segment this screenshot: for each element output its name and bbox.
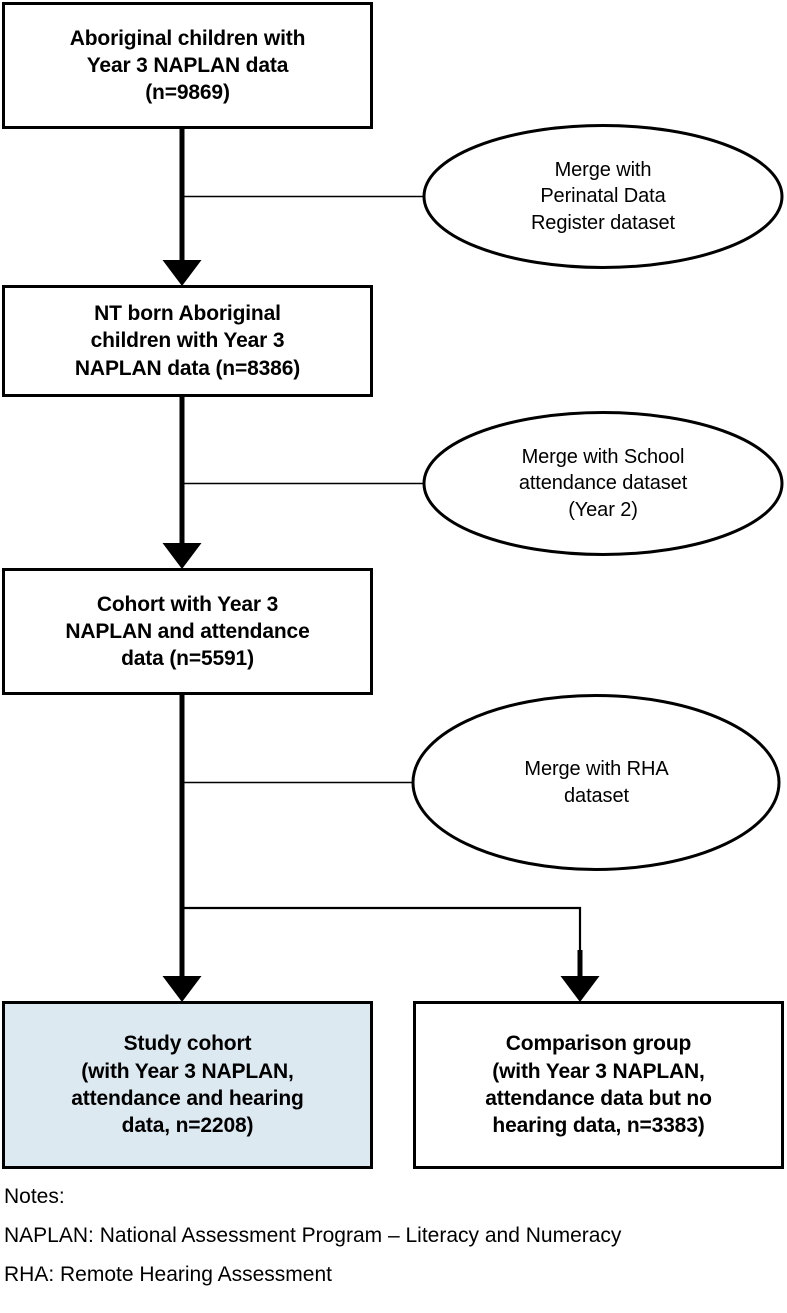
note-rha-abbreviation: RHA: Remote Hearing Assessment bbox=[4, 1263, 332, 1286]
ellipse-merge-perinatal bbox=[422, 124, 784, 269]
note-naplan-abbreviation: NAPLAN: National Assessment Program – Li… bbox=[4, 1224, 622, 1247]
notes-block: Notes: NAPLAN: National Assessment Progr… bbox=[4, 1186, 784, 1303]
ellipse-merge-school-attendance bbox=[422, 411, 784, 556]
box-rect-nt-born bbox=[2, 285, 373, 397]
branch-to-comparison-group bbox=[182, 906, 582, 992]
ellipse-merge-rha bbox=[411, 694, 781, 871]
box-rect-comparison-group bbox=[413, 1001, 784, 1169]
notes-heading: Notes: bbox=[4, 1185, 65, 1208]
box-rect-aboriginal-children bbox=[2, 2, 373, 129]
box-rect-cohort bbox=[2, 568, 373, 695]
box-rect-study-cohort bbox=[2, 1001, 373, 1169]
